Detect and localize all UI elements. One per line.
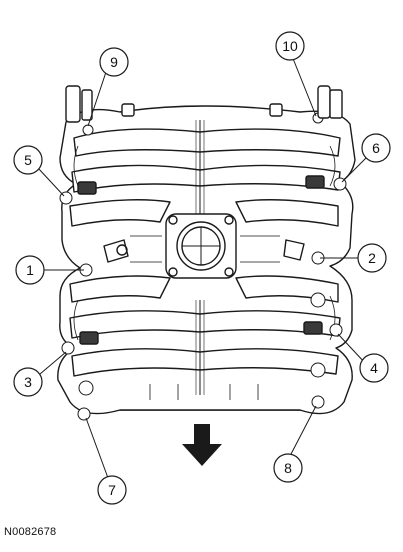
callout-8: 8 [273,453,303,483]
svg-text:10: 10 [282,38,298,54]
callout-2: 2 [357,243,387,273]
runner-upper-1 [73,128,341,157]
figure-id-label: N0082678 [4,526,57,538]
svg-text:1: 1 [26,262,34,278]
svg-text:7: 7 [108,482,116,498]
right-fitting [283,239,305,261]
flange-bosses [59,112,347,421]
callout-10: 10 [275,31,305,61]
callout-3: 3 [13,367,43,397]
svg-text:2: 2 [368,250,376,266]
callout-9: 9 [99,47,129,77]
callout-6: 6 [361,133,391,163]
runner-lower-1 [69,275,171,303]
svg-text:3: 3 [24,374,32,390]
manifold-drawing [57,85,356,421]
svg-text:4: 4 [370,360,378,376]
svg-text:5: 5 [24,152,32,168]
leader-lines [37,55,369,479]
callout-7: 7 [97,475,127,505]
callout-5: 5 [13,145,43,175]
svg-text:9: 9 [110,54,118,70]
callout-1: 1 [15,255,45,285]
runner-lower-4 [71,348,339,377]
down-arrow-icon [182,424,222,466]
top-connectors [65,85,343,123]
callout-4: 4 [359,353,389,383]
runner-upper-4 [235,199,339,227]
runner-upper-3 [69,199,171,227]
svg-text:6: 6 [372,140,380,156]
svg-text:8: 8 [284,460,292,476]
port-blocks [77,175,325,345]
